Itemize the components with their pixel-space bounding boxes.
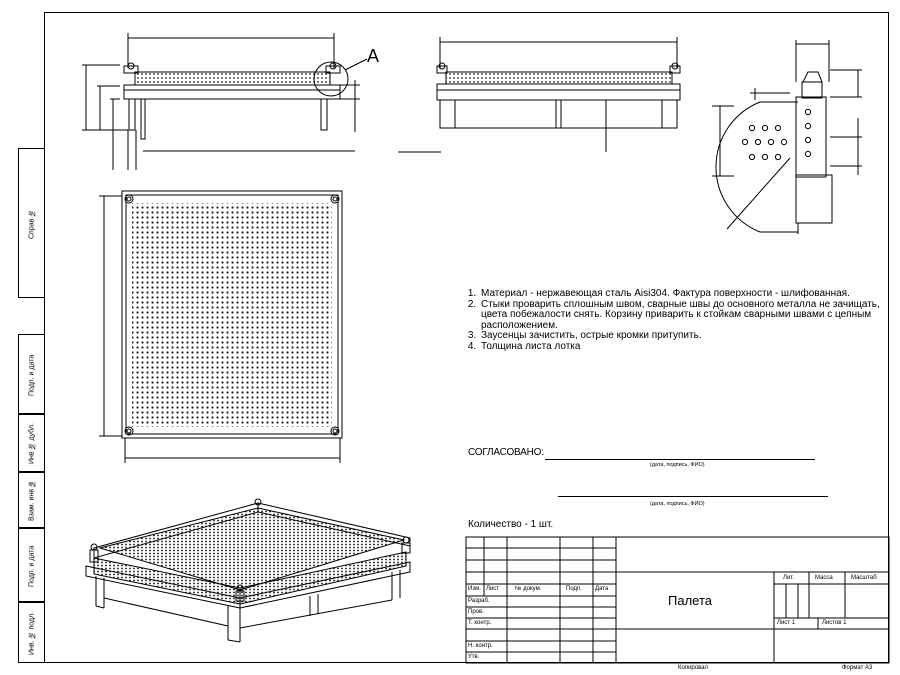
tb-sheet: Лист 1 <box>777 620 796 626</box>
side-cell-spravka: Справ № <box>18 148 44 298</box>
title-block-grid <box>465 536 890 664</box>
side-cell-dup: Инв № дубл. <box>18 414 44 472</box>
approval-caption-1: (дата, подпись, ФИО) <box>650 462 705 468</box>
detail-a-view <box>712 40 862 234</box>
tb-mass: Масса <box>815 575 833 581</box>
approval-caption-2: (дата, подпись, ФИО) <box>650 501 705 507</box>
tb-col-list: Лист <box>486 586 500 592</box>
side-cell-sign-date-2: Подп. и дата <box>18 528 44 602</box>
tb-row-tkontr: Т. контр. <box>468 620 492 626</box>
tb-col-izm: Изм. <box>468 586 481 592</box>
side-cell-sign-date-1: Подп. и дата <box>18 334 44 414</box>
technical-notes: Материал - нержавеющая сталь Aisi304. Фа… <box>462 288 899 353</box>
tb-row-nkontr: Н. контр. <box>468 643 493 649</box>
approval-label: СОГЛАСОВАНО: <box>468 447 544 458</box>
side-strip: Справ № Подп. и дата Инв № дубл. Взам. и… <box>18 12 44 663</box>
front-view <box>82 33 368 170</box>
note-item: Стыки проварить сплошным швом, сварные ш… <box>479 299 899 332</box>
tb-sheets: Листов 1 <box>822 620 847 626</box>
isometric-view <box>85 498 411 643</box>
tb-col-date: Дата <box>595 586 609 592</box>
side-cell-original: Инв. № подл. <box>18 602 44 663</box>
tb-row-razrab: Разраб. <box>468 598 490 604</box>
approval-signature-line-2 <box>558 496 828 497</box>
approval-signature-line <box>545 459 815 460</box>
note-item: Материал - нержавеющая сталь Aisi304. Фа… <box>479 288 899 300</box>
plan-view <box>99 190 343 463</box>
tb-row-utv: Утв. <box>468 654 480 660</box>
tb-scale: Масштаб <box>851 575 877 581</box>
detail-callout-label: А <box>367 46 380 66</box>
tb-col-doc: № докум. <box>515 586 542 592</box>
tb-col-sign: Подп. <box>566 586 582 592</box>
tb-lit: Лит. <box>783 575 795 581</box>
drawing-title: Палета <box>668 593 712 608</box>
tb-row-prov: Пров. <box>468 609 484 615</box>
quantity-label: Количество - 1 шт. <box>468 519 554 530</box>
side-view <box>398 37 681 153</box>
side-cell-replace: Взам. инв № <box>18 472 44 528</box>
note-item: Заусенцы зачистить, острые кромки притуп… <box>479 331 899 342</box>
note-item: Толщина листа лотка <box>479 341 899 353</box>
tb-format: Формат А3 <box>842 665 873 671</box>
tb-copied: Копировал <box>678 665 709 671</box>
